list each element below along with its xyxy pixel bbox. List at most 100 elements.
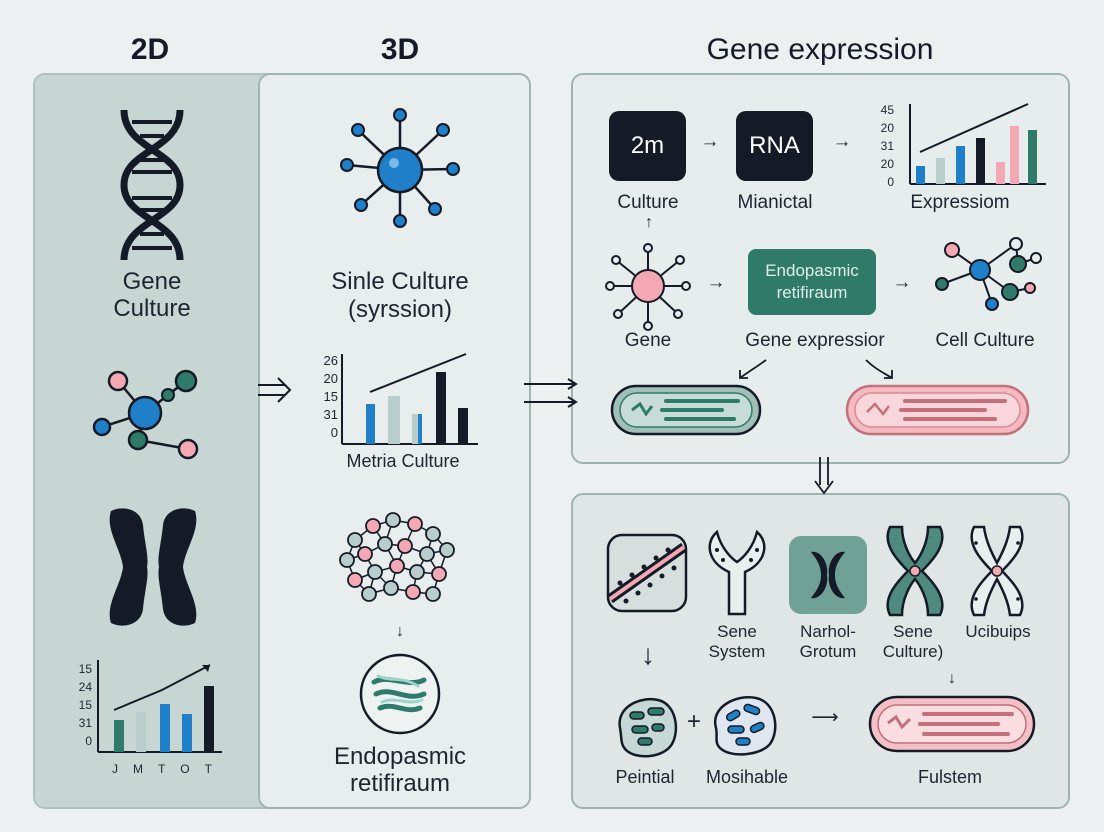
cluster-cell <box>385 512 401 528</box>
cluster-cell <box>339 552 355 568</box>
arrow-2m-rna: → <box>700 131 720 152</box>
endoplasmic-reticulum-icon <box>359 653 441 735</box>
cell-culture-molecule-icon <box>935 237 1042 311</box>
pink-mitochondrion-icon <box>845 384 1030 436</box>
sene-culture-chromosome-icon <box>886 525 944 617</box>
left-xtick-0: J <box>112 762 118 776</box>
box-2m: 2m <box>609 111 686 181</box>
left-chart-xticks: J M T O T <box>112 762 212 776</box>
box-endoplasmic: Endopasmic retifiraum <box>748 249 876 315</box>
mid-ytick-4: 0 <box>330 425 338 440</box>
culture-label: Culture <box>617 192 679 213</box>
left-bar-chart <box>97 660 222 753</box>
cluster-cell <box>365 518 381 534</box>
tr-bars-bar-3 <box>976 138 985 184</box>
mid-bars-bar-3 <box>418 414 422 444</box>
tr-bars-bar-2 <box>956 146 965 184</box>
endo-middle-line2: retifiraum <box>349 770 451 797</box>
cluster-cell <box>431 566 447 582</box>
cluster-cell <box>397 538 413 554</box>
arrow-gene-endo: → <box>706 272 726 293</box>
metria-culture-label: Metria Culture <box>346 451 460 471</box>
up-arrow-icon: ↑ <box>645 214 653 231</box>
sene-culture-label: Sene Culture) <box>870 622 956 662</box>
down-arrow-icon-right: ↓ <box>948 670 956 687</box>
cluster-cell <box>409 564 425 580</box>
single-culture-label: Sinle Culture (syrssion) <box>300 268 500 324</box>
cluster-cell <box>425 526 441 542</box>
left-bars-bar-3 <box>182 714 192 752</box>
tr-bars-bar-6 <box>1028 130 1037 184</box>
left-xtick-2: T <box>157 762 166 776</box>
left-bars-bar-2 <box>160 704 170 752</box>
gene-expression-label: Gene expressior <box>745 330 885 351</box>
narhol-grotum-box-icon <box>789 536 867 614</box>
peintial-label: Peintial <box>615 767 675 787</box>
single-culture-line2: (syrssion) <box>347 296 452 323</box>
left-xtick-3: O <box>180 762 190 776</box>
cluster-cell <box>367 564 383 580</box>
arrow-to-fulstem: ⟶ <box>811 707 839 728</box>
expression-chart-yticks: 45 20 31 20 0 <box>870 101 894 191</box>
middle-bar-chart <box>341 353 478 445</box>
expression-label: Expressiom <box>910 192 1010 213</box>
mosihable-label: Mosihable <box>705 767 789 787</box>
cluster-cell <box>377 536 393 552</box>
left-xtick-1: M <box>132 762 143 776</box>
sene-system-line2: System <box>708 642 766 661</box>
cluster-cell <box>439 542 455 558</box>
left-ytick-1: 24 <box>78 680 92 694</box>
cluster-cell <box>425 586 441 602</box>
panel-2d <box>33 73 295 809</box>
left-ytick-4: 0 <box>85 734 92 748</box>
left-bars-bar-0 <box>114 720 124 752</box>
fulstem-label: Fulstem <box>917 767 982 787</box>
tr-bars-bar-1 <box>936 158 945 184</box>
box-rna: RNA <box>736 111 813 181</box>
membrane-square-icon <box>606 533 688 613</box>
narhol-line2: Grotum <box>799 642 857 661</box>
mosihable-cell-icon <box>713 696 777 756</box>
mid-bars-bar-2 <box>412 414 420 444</box>
gene-culture-line2: Culture <box>113 295 191 322</box>
narhol-line1: Narhol- <box>800 622 856 641</box>
gene-node-icon <box>605 243 691 331</box>
mid-ytick-0: 26 <box>323 353 338 368</box>
tr-ytick-3: 20 <box>880 157 894 171</box>
cluster-cell <box>389 558 405 574</box>
mianictal-label: Mianictal <box>737 192 813 213</box>
expression-bar-chart <box>909 103 1046 185</box>
gene-culture-label: Gene Culture <box>82 268 222 322</box>
curved-arrows-icon <box>739 359 893 379</box>
left-chart-yticks: 15 24 15 31 0 <box>70 660 92 750</box>
cluster-cell <box>347 532 363 548</box>
tr-bars-bar-5 <box>1010 126 1019 184</box>
narhol-grotum-label: Narhol- Grotum <box>783 622 873 662</box>
header-gene-expression: Gene expression <box>706 33 934 66</box>
box-endo-line1: Endopasmic <box>765 261 859 280</box>
header-3d: 3D <box>380 33 420 66</box>
left-ytick-2: 15 <box>78 698 92 712</box>
cluster-cell <box>405 584 421 600</box>
mid-ytick-1: 20 <box>323 371 338 386</box>
cluster-cell <box>419 546 435 562</box>
down-arrow-icon-mid: ↓ <box>396 623 404 640</box>
left-bars-bar-4 <box>204 686 214 752</box>
box-endo-line2: retifiraum <box>776 283 848 302</box>
left-ytick-3: 31 <box>78 716 92 730</box>
cell-cluster-icon <box>339 512 455 602</box>
mid-bars-bar-4 <box>436 372 446 444</box>
mid-ytick-3: 31 <box>323 407 338 422</box>
mid-ytick-2: 15 <box>323 389 338 404</box>
left-ytick-0: 15 <box>78 662 92 676</box>
arrow-endo-cell: → <box>892 272 912 293</box>
tr-bars-bar-0 <box>916 166 925 184</box>
mid-bars-bar-0 <box>366 404 375 444</box>
cell-culture-label: Cell Culture <box>935 330 1035 351</box>
tr-ytick-0: 45 <box>880 103 894 117</box>
ucibuips-label: Ucibuips <box>965 622 1031 641</box>
sene-culture-line1: Sene <box>893 622 933 641</box>
tr-bars-bar-4 <box>996 162 1005 184</box>
mid-bars-bar-5 <box>458 408 468 444</box>
left-xtick-4: T <box>204 762 212 776</box>
